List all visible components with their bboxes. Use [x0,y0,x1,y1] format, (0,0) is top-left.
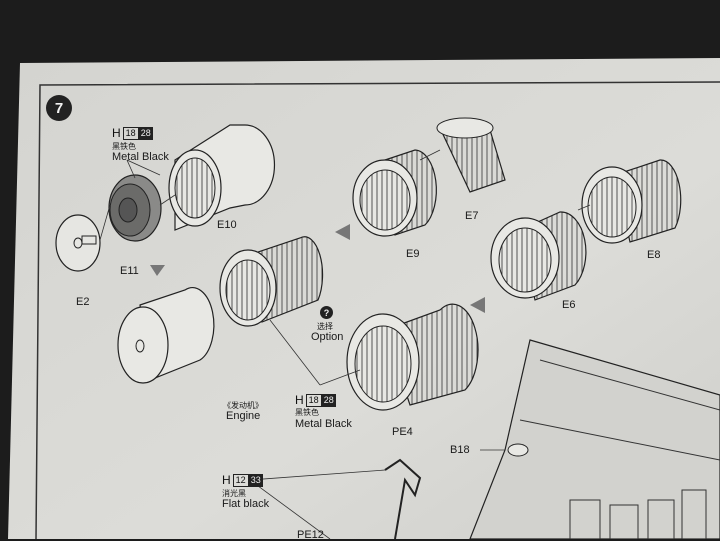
step-number-badge: 7 [46,95,72,121]
part-label-e11: E11 [120,265,139,277]
part-e2-disc [55,214,101,272]
part-label-e9: E9 [406,248,420,260]
color-name-en: Metal Black [295,418,352,430]
part-e11-fan [108,174,162,242]
color-code-metal-black-bottom: H 18 28 [295,393,336,407]
option-en: Option [311,331,344,343]
color-name-en: Flat black [222,498,270,510]
part-nozzle-bottom [346,303,479,411]
option-question-icon: ? [320,306,333,319]
color-letter: H [112,126,121,140]
color-name-cn: 消光黑 [222,489,246,498]
engine-en: Engine [226,410,261,422]
part-label-pe12: PE12 [297,529,324,541]
part-label-e10: E10 [217,219,237,231]
leader-lines [99,149,591,539]
option-cn: 选择 [317,322,333,331]
part-e10-cylinder [168,124,276,231]
part-label-e6: E6 [562,299,576,311]
engine-cn: 《发动机》 [223,401,263,410]
step-number: 7 [54,99,64,117]
color-code-metal-black-top: H 18 28 [112,126,153,140]
part-e6-ring [490,211,587,301]
color-code-flat-black: H 12 33 [222,473,263,487]
color-name-cn: 黑铁色 [295,408,319,417]
color-number-1: 18 [122,126,139,140]
assembly-arrows [150,224,485,313]
color-number-1: 18 [305,393,322,407]
part-label-b18: B18 [450,444,470,456]
color-number-1: 12 [232,473,249,487]
panel-border [35,81,720,539]
part-engine-cylinder [117,287,215,384]
part-nozzle-left [219,236,324,327]
part-label-pe4: PE4 [392,426,413,438]
part-label-e2: E2 [76,296,90,308]
part-e9-ring [352,149,437,237]
color-number-2: 33 [248,473,263,487]
color-number-2: 28 [321,393,336,407]
part-e7-cone [436,117,506,193]
option-symbol: ? [323,307,330,318]
color-letter: H [295,393,304,407]
color-name-en: Metal Black [112,151,169,163]
part-e8-ring [581,159,682,244]
part-pe4-bracket [384,458,422,539]
color-letter: H [222,473,231,487]
part-label-e7: E7 [465,210,479,222]
color-name-cn: 黑铁色 [112,142,136,151]
color-number-2: 28 [138,126,153,140]
part-label-e8: E8 [647,249,661,261]
wing-assembly [469,339,720,539]
